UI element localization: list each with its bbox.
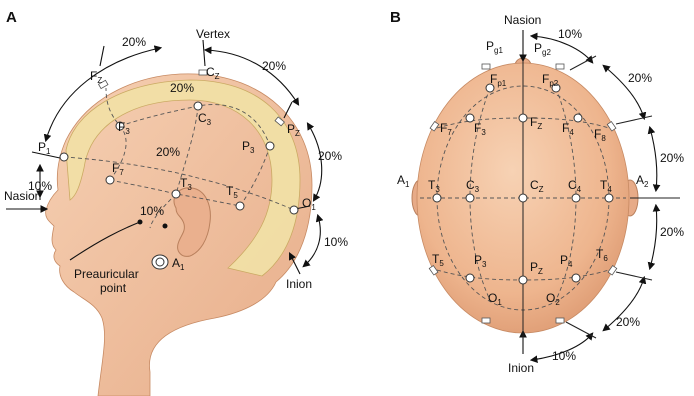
pg1-marker <box>482 64 490 69</box>
preauricular-label-line2: point <box>100 281 127 295</box>
o1-electrode <box>290 206 298 214</box>
panel-b-letter: B <box>390 9 401 26</box>
pct-top-left: 20% <box>122 35 146 49</box>
fz-electrode-b <box>519 114 527 122</box>
t3-electrode <box>172 190 180 198</box>
f4-electrode-b <box>574 114 582 122</box>
c4-electrode-b <box>572 194 580 202</box>
t4-electrode-b <box>605 194 613 202</box>
o1-marker <box>482 318 490 323</box>
panel-a-letter: A <box>6 9 17 26</box>
arc-f8-t4 <box>650 128 657 190</box>
pg2-label: Pg2 <box>534 41 551 57</box>
pct-b-right-upper: 20% <box>628 71 652 85</box>
arc-t4-t6 <box>650 206 657 268</box>
pct-b-top: 10% <box>558 27 582 41</box>
f3-electrode-b <box>466 114 474 122</box>
pz-electrode-b <box>519 276 527 284</box>
panel-b: B <box>390 9 684 375</box>
a1-label-b: A1 <box>397 173 410 189</box>
o2-marker <box>556 318 564 323</box>
inion-label-b: Inion <box>508 361 534 375</box>
pct-b-right-mid2: 20% <box>660 225 684 239</box>
cz-electrode-b <box>519 194 527 202</box>
pct-b-right-lower: 20% <box>616 315 640 329</box>
fz-tick-line <box>100 46 104 66</box>
nasion-label-b: Nasion <box>504 13 541 27</box>
cz-tick-line <box>203 40 205 66</box>
pz-label: PZ <box>287 122 300 138</box>
pct-b-bottom: 10% <box>552 349 576 363</box>
fp2-extension-line <box>570 56 596 70</box>
pct-inner-top: 20% <box>170 81 194 95</box>
pct-ear: 10% <box>140 204 164 218</box>
pct-top-right: 20% <box>262 59 286 73</box>
p1-electrode <box>60 153 68 161</box>
preauricular-dot <box>138 220 143 225</box>
vertex-label: Vertex <box>196 27 230 41</box>
c3-electrode-b <box>466 194 474 202</box>
o1-label: O1 <box>302 196 316 212</box>
f8-extension-line <box>616 116 652 124</box>
p1-label: P1 <box>38 140 51 156</box>
panel-a: A <box>4 9 348 396</box>
t6-extension-line <box>616 272 652 280</box>
cz-label: CZ <box>206 65 220 81</box>
a2-label-b: A2 <box>636 173 649 189</box>
o2-extension-line <box>566 322 596 338</box>
ear-canal-dot <box>163 224 168 229</box>
pct-right: 20% <box>318 149 342 163</box>
pg2-marker <box>556 64 564 69</box>
p3-electrode-b <box>466 274 474 282</box>
c3-electrode <box>194 102 202 110</box>
pct-left-low: 10% <box>28 179 52 193</box>
pct-bottom-right: 10% <box>324 235 348 249</box>
inion-label: Inion <box>286 277 312 291</box>
t3-electrode-b <box>433 194 441 202</box>
pg1-label: Pg1 <box>486 39 503 55</box>
pct-inner-mid: 20% <box>156 145 180 159</box>
pct-b-right-mid1: 20% <box>660 151 684 165</box>
a1-electrode <box>156 258 164 266</box>
preauricular-label-line1: Preauricular <box>74 267 139 281</box>
p3-electrode <box>266 142 274 150</box>
t5-electrode <box>236 202 244 210</box>
p4-electrode-b <box>572 274 580 282</box>
f7-electrode <box>106 176 114 184</box>
